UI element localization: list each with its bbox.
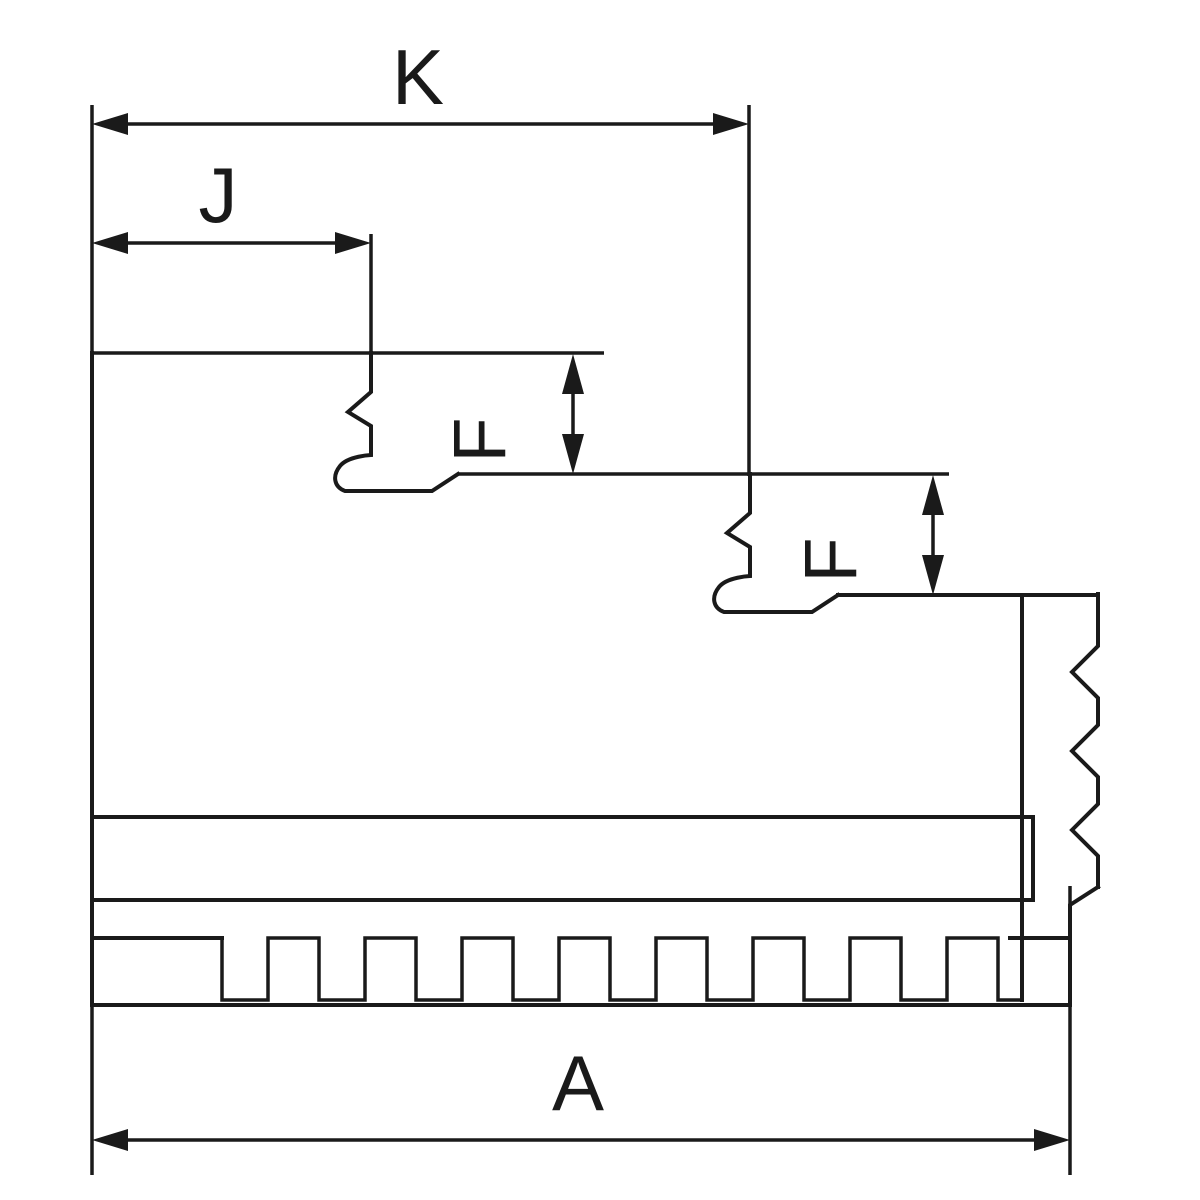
- dimension-label-f2: F: [789, 537, 872, 582]
- dimension-a-arrow-left: [92, 1129, 128, 1151]
- thread-profile-right: [1069, 592, 1100, 889]
- dimension-f1-arrow-down: [562, 434, 584, 474]
- dimension-f1-arrow-up: [562, 354, 584, 394]
- dimension-label-j: J: [199, 151, 238, 239]
- extension-lines: [90, 105, 1100, 1175]
- dimension-k-arrow-right: [713, 113, 749, 135]
- second-step-contour: [712, 472, 841, 614]
- dimension-f2-arrow-up: [922, 475, 944, 515]
- dimension-k-arrow-left: [92, 113, 128, 135]
- dimension-label-a: A: [552, 1039, 604, 1127]
- dimension-k: K: [92, 33, 749, 135]
- serration-teeth-path: [220, 936, 1022, 1002]
- dimension-f1: F: [438, 354, 584, 474]
- jaw-step-profile-second: [712, 472, 841, 614]
- dimension-label-f1: F: [438, 417, 521, 462]
- dimension-f2: F: [789, 475, 944, 595]
- dimension-f2-arrow-down: [922, 555, 944, 595]
- dimension-j-arrow-right: [335, 232, 371, 254]
- dimension-label-k: K: [392, 33, 444, 121]
- jaw-step-profile-first: [333, 351, 461, 493]
- base-serrations: [220, 936, 1022, 1002]
- dimension-a-arrow-right: [1034, 1129, 1070, 1151]
- main-body-outline: [90, 351, 1101, 1007]
- dimension-j-arrow-left: [92, 232, 128, 254]
- base-right-chamfer: [1068, 884, 1101, 940]
- thread-zigzag-contour: [1069, 592, 1100, 889]
- first-step-contour: [333, 351, 461, 493]
- dimension-a: A: [92, 1039, 1070, 1151]
- dimension-j: J: [92, 151, 371, 254]
